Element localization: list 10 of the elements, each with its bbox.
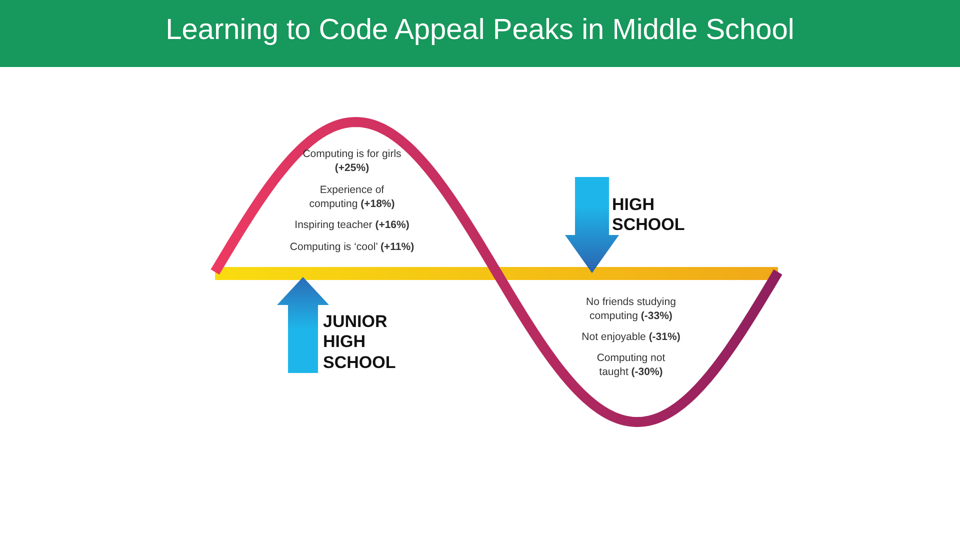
factor-text: No friends studying computing (-33%) xyxy=(585,296,677,324)
factor-text: Computing not taught (-30%) xyxy=(596,352,666,380)
factor-text: Inspiring teacher (+16%) xyxy=(294,219,410,233)
factor-text: Experience of computing (+18%) xyxy=(308,184,396,212)
title: Learning to Code Appeal Peaks in Middle School xyxy=(164,14,796,47)
factor-text: Computing is for girls (+25%) xyxy=(302,148,402,176)
factor-text: Computing is ‘cool’ (+11%) xyxy=(288,241,416,255)
stage-label: HIGH SCHOOL xyxy=(612,195,686,236)
factor-text: Not enjoyable (-31%) xyxy=(580,331,682,345)
stage-label: JUNIOR HIGH SCHOOL xyxy=(323,312,397,374)
